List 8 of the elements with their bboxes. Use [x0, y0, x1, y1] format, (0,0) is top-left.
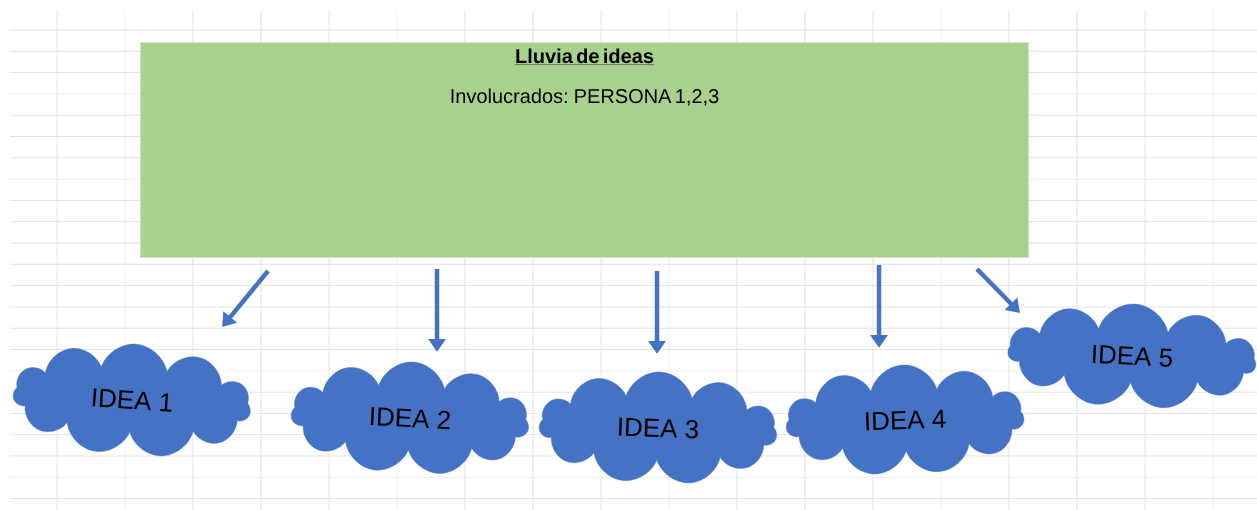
idea-cloud: IDEA 4 [786, 364, 1025, 475]
idea-cloud: IDEA 3 [538, 371, 777, 484]
arrow [222, 269, 270, 327]
idea-cloud: IDEA 1 [13, 343, 251, 457]
idea-cloud: IDEA 2 [290, 361, 529, 474]
arrow [975, 267, 1020, 313]
idea-cloud: IDEA 5 [1007, 303, 1257, 408]
title-box: Lluvia de ideas Involucrados: PERSONA 1,2,3 [140, 42, 1029, 258]
